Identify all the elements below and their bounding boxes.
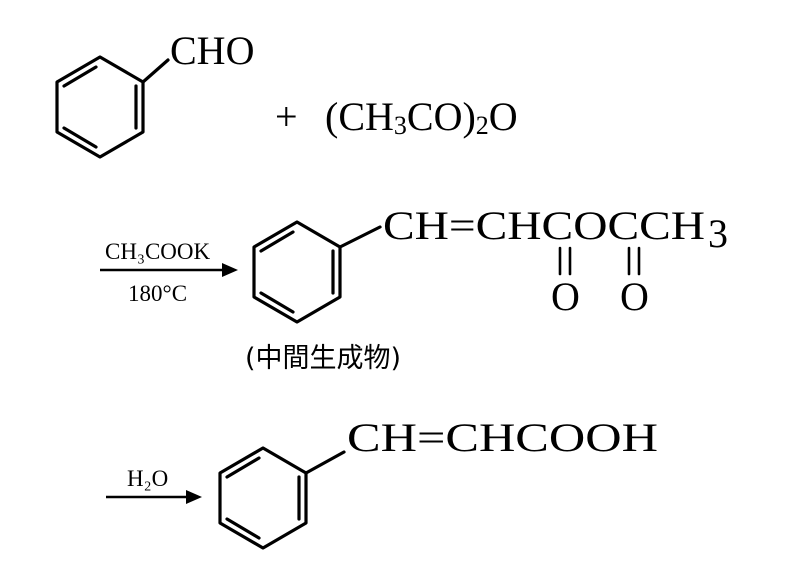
carbonyl-double-bond-1 — [558, 246, 572, 276]
benzene-ring-1 — [55, 55, 170, 159]
reagent-ch3cook: CH₃COOK — [105, 239, 211, 264]
benzene-ring-3 — [218, 446, 346, 550]
anhydride-part-end: O — [489, 94, 518, 139]
intermediate-sub-3: 3 — [708, 211, 728, 256]
plus-sign: + — [275, 94, 298, 139]
product-chain: CH=CHCOOH — [347, 415, 658, 460]
intermediate-caption: (中間生成物) — [245, 343, 401, 374]
arrowhead-1 — [222, 263, 238, 277]
benzaldehyde: CHO — [55, 28, 254, 159]
arrowhead-2 — [186, 490, 202, 504]
reaction-temperature: 180°C — [128, 281, 187, 306]
benzene-ring-2 — [252, 220, 382, 324]
anhydride-formula: (CH3CO)2O — [325, 94, 518, 140]
acetic-anhydride: + (CH3CO)2O — [275, 94, 518, 140]
cinnamic-acid: CH=CHCOOH — [218, 415, 658, 550]
intermediate-chain: CH=CHCOCCH — [383, 203, 705, 248]
intermediate-product: CH=CHCOCCH 3 O O (中間生成物) — [245, 203, 728, 374]
carbonyl-oxygen-1: O — [551, 274, 580, 319]
anhydride-part-mid: CO) — [407, 94, 476, 139]
cho-label: CHO — [170, 28, 254, 73]
anhydride-sub-2: 2 — [476, 111, 489, 140]
chain-bond — [338, 225, 382, 249]
anhydride-sub-3: 3 — [394, 111, 407, 140]
product-chain-bond — [304, 450, 346, 475]
cho-bond — [141, 58, 170, 84]
anhydride-part-open: (CH — [325, 94, 394, 139]
step2-conditions: H₂O — [106, 466, 202, 504]
carbonyl-oxygen-2: O — [620, 274, 649, 319]
reagent-water: H₂O — [127, 466, 168, 491]
carbonyl-double-bond-2 — [627, 246, 641, 276]
step1-conditions: CH₃COOK 180°C — [100, 239, 238, 306]
